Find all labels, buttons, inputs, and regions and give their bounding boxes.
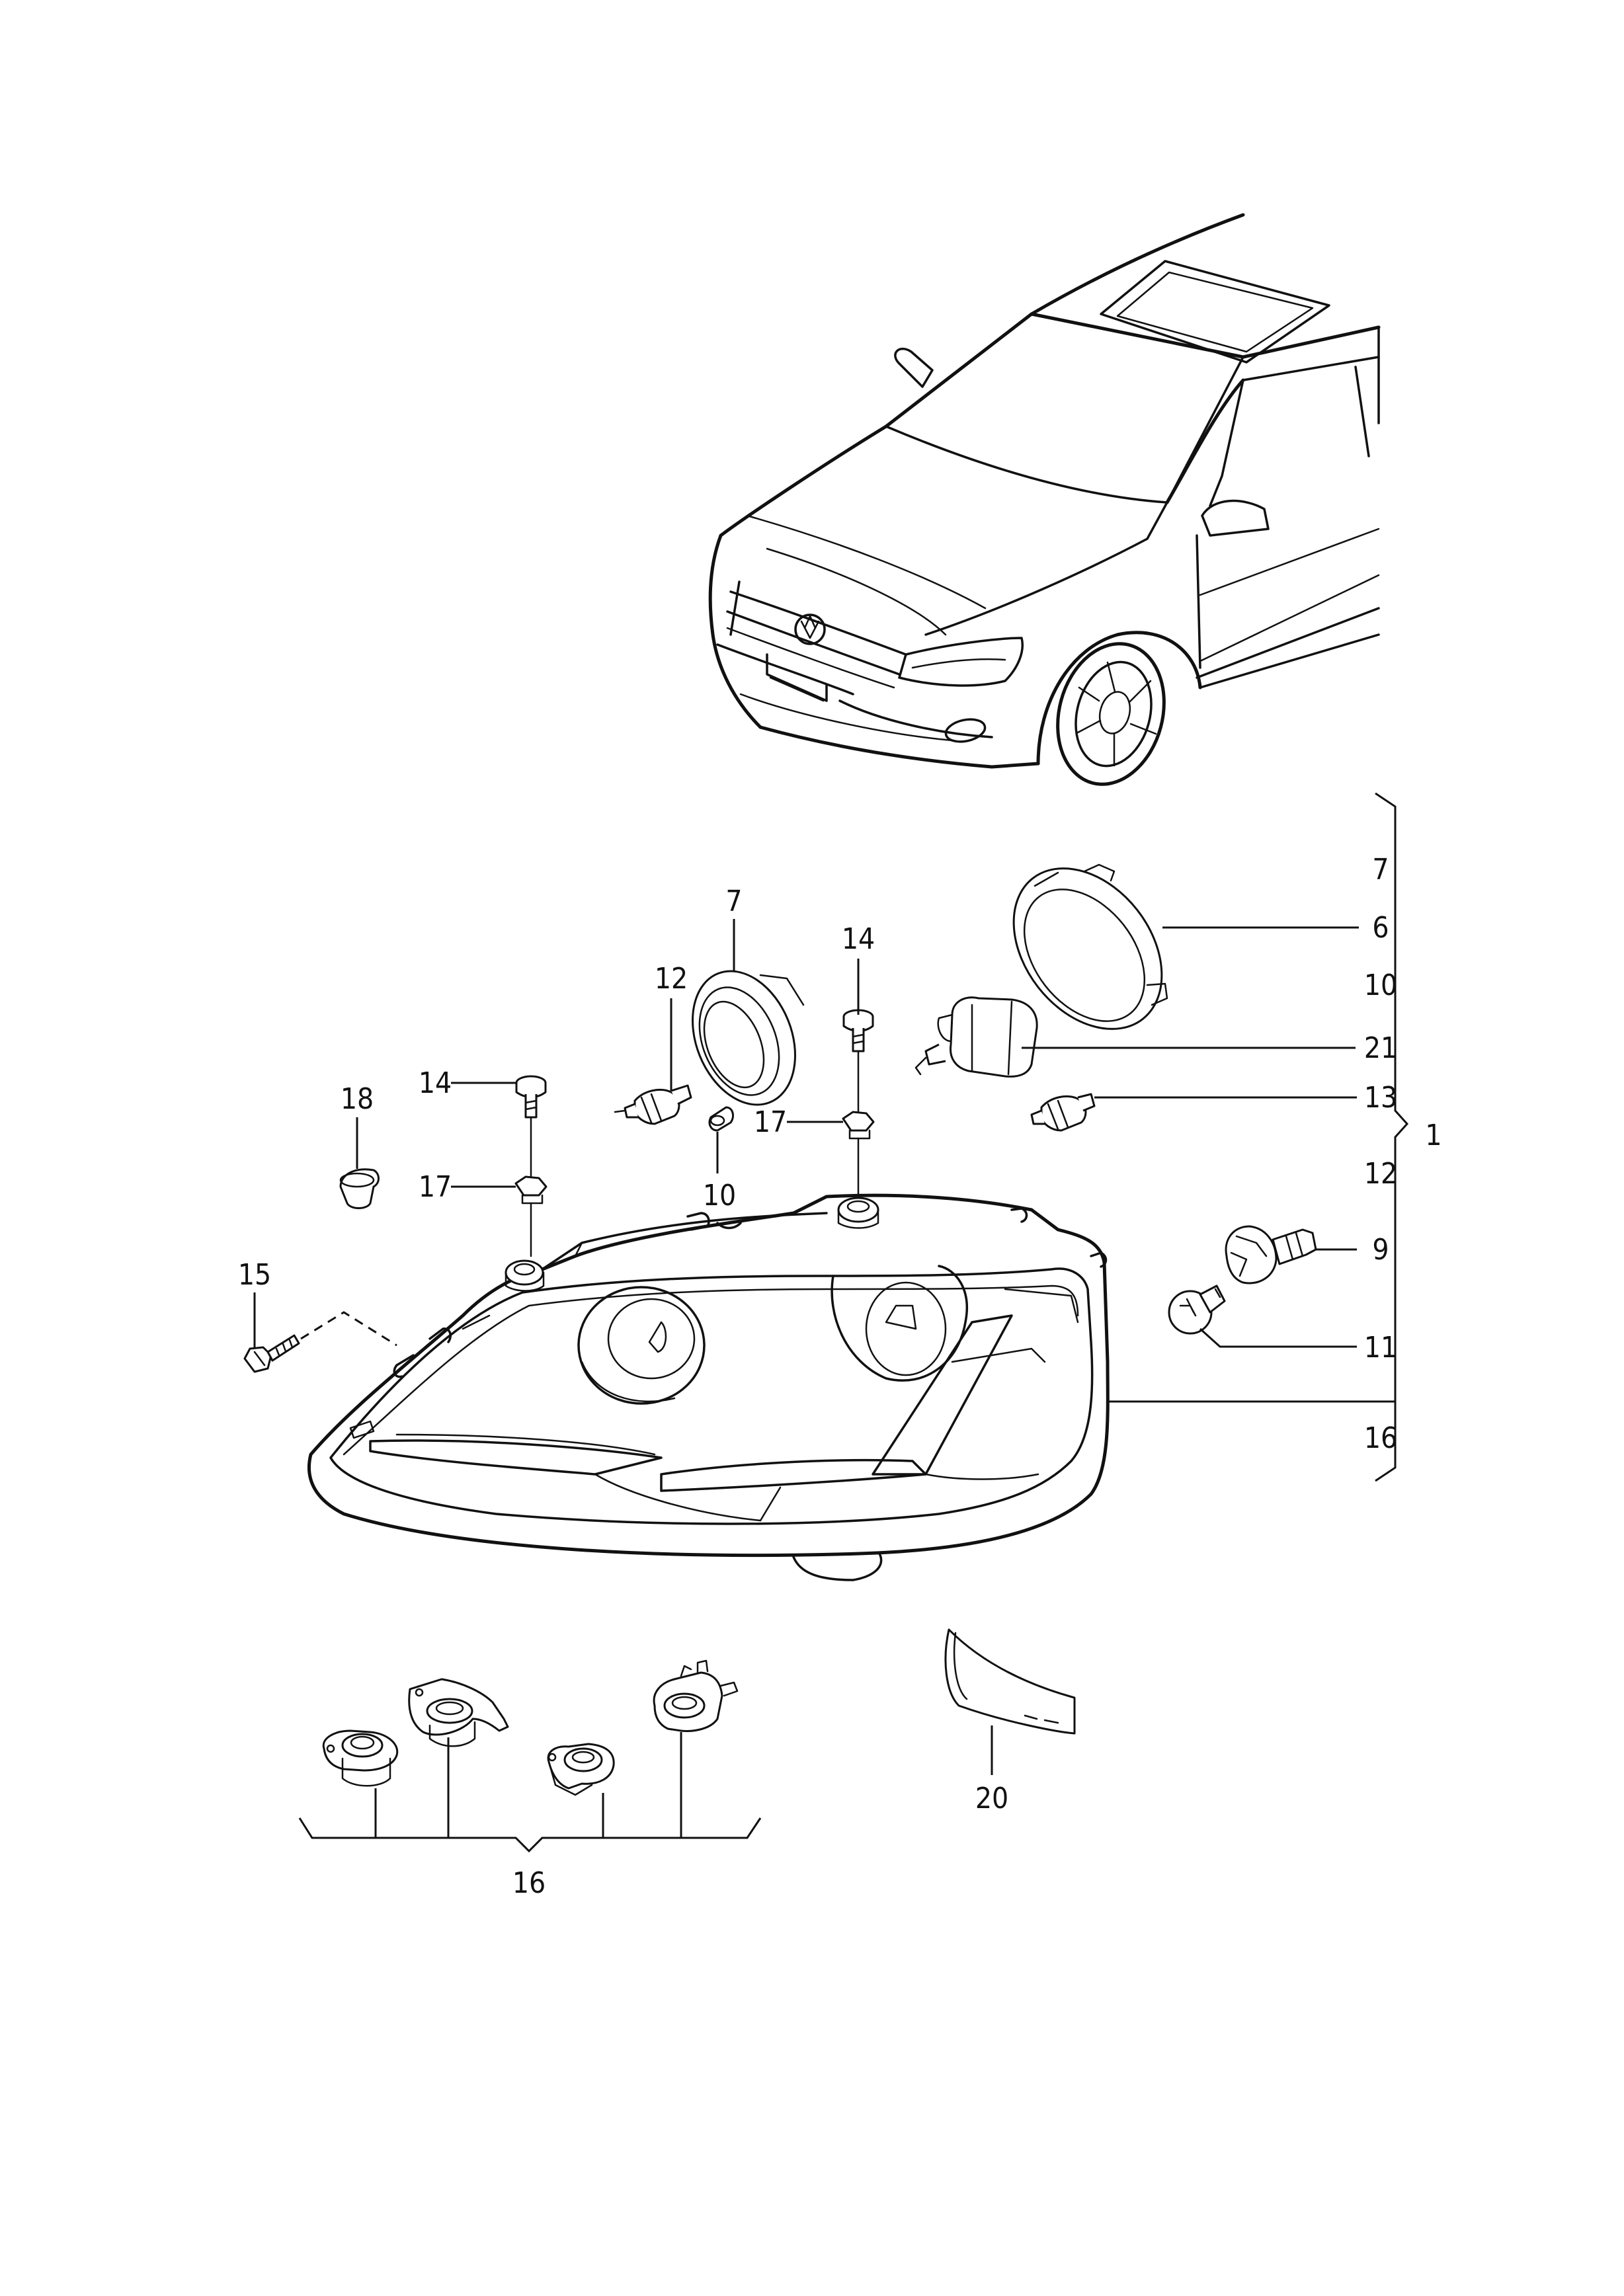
callout-20: 20	[975, 1782, 1008, 1815]
callout-13: 13	[1364, 1081, 1397, 1115]
cap-7-left	[692, 970, 805, 1106]
callout-1: 1	[1425, 1119, 1441, 1152]
callout-14-left: 14	[419, 1066, 452, 1100]
screw-15-leader	[300, 1311, 397, 1347]
screw-14-mid	[842, 1009, 874, 1052]
lens-20	[944, 1628, 1076, 1735]
callout-14-mid: 14	[842, 922, 875, 956]
leader-lines	[253, 919, 1395, 1775]
bulb-13	[1030, 1093, 1096, 1132]
callout-17-mid: 17	[754, 1105, 787, 1139]
callout-18: 18	[341, 1082, 374, 1116]
callout-16-bottom: 16	[512, 1866, 546, 1900]
callout-10-left: 10	[703, 1179, 736, 1212]
screw-15	[243, 1334, 300, 1373]
callout-12-right: 12	[1364, 1157, 1397, 1191]
callout-7-left: 7	[725, 885, 742, 918]
assembly-bracket	[1375, 792, 1409, 1482]
callout-11: 11	[1364, 1331, 1397, 1365]
callout-17-left: 17	[419, 1170, 452, 1204]
vehicle-illustration	[708, 213, 1381, 786]
bulb-12-left	[614, 1084, 692, 1125]
bulb-holder-9	[1225, 1225, 1317, 1285]
callout-16-right: 16	[1364, 1421, 1397, 1455]
callout-labels: 7 6 10 21 13 1 12 9 11 16 7 12 14 14 18 …	[238, 853, 1442, 1900]
callout-7-right: 7	[1372, 853, 1389, 887]
callout-21: 21	[1364, 1031, 1397, 1065]
bulb-11	[1168, 1285, 1226, 1335]
callout-15: 15	[238, 1258, 271, 1292]
callout-6: 6	[1372, 911, 1389, 945]
clip-17-left	[514, 1175, 548, 1205]
screw-14-left	[515, 1075, 547, 1119]
callout-10-right: 10	[1364, 969, 1397, 1002]
repair-kit-16	[298, 1659, 762, 1853]
plug-18	[339, 1168, 380, 1209]
gasket-6	[1012, 863, 1168, 1030]
headlight-housing	[307, 1193, 1110, 1581]
callout-9: 9	[1372, 1233, 1389, 1267]
lamp-10-left	[708, 1106, 734, 1132]
callout-12-left: 12	[655, 962, 688, 996]
clip-17-mid	[842, 1111, 875, 1140]
motor-21	[914, 996, 1038, 1078]
